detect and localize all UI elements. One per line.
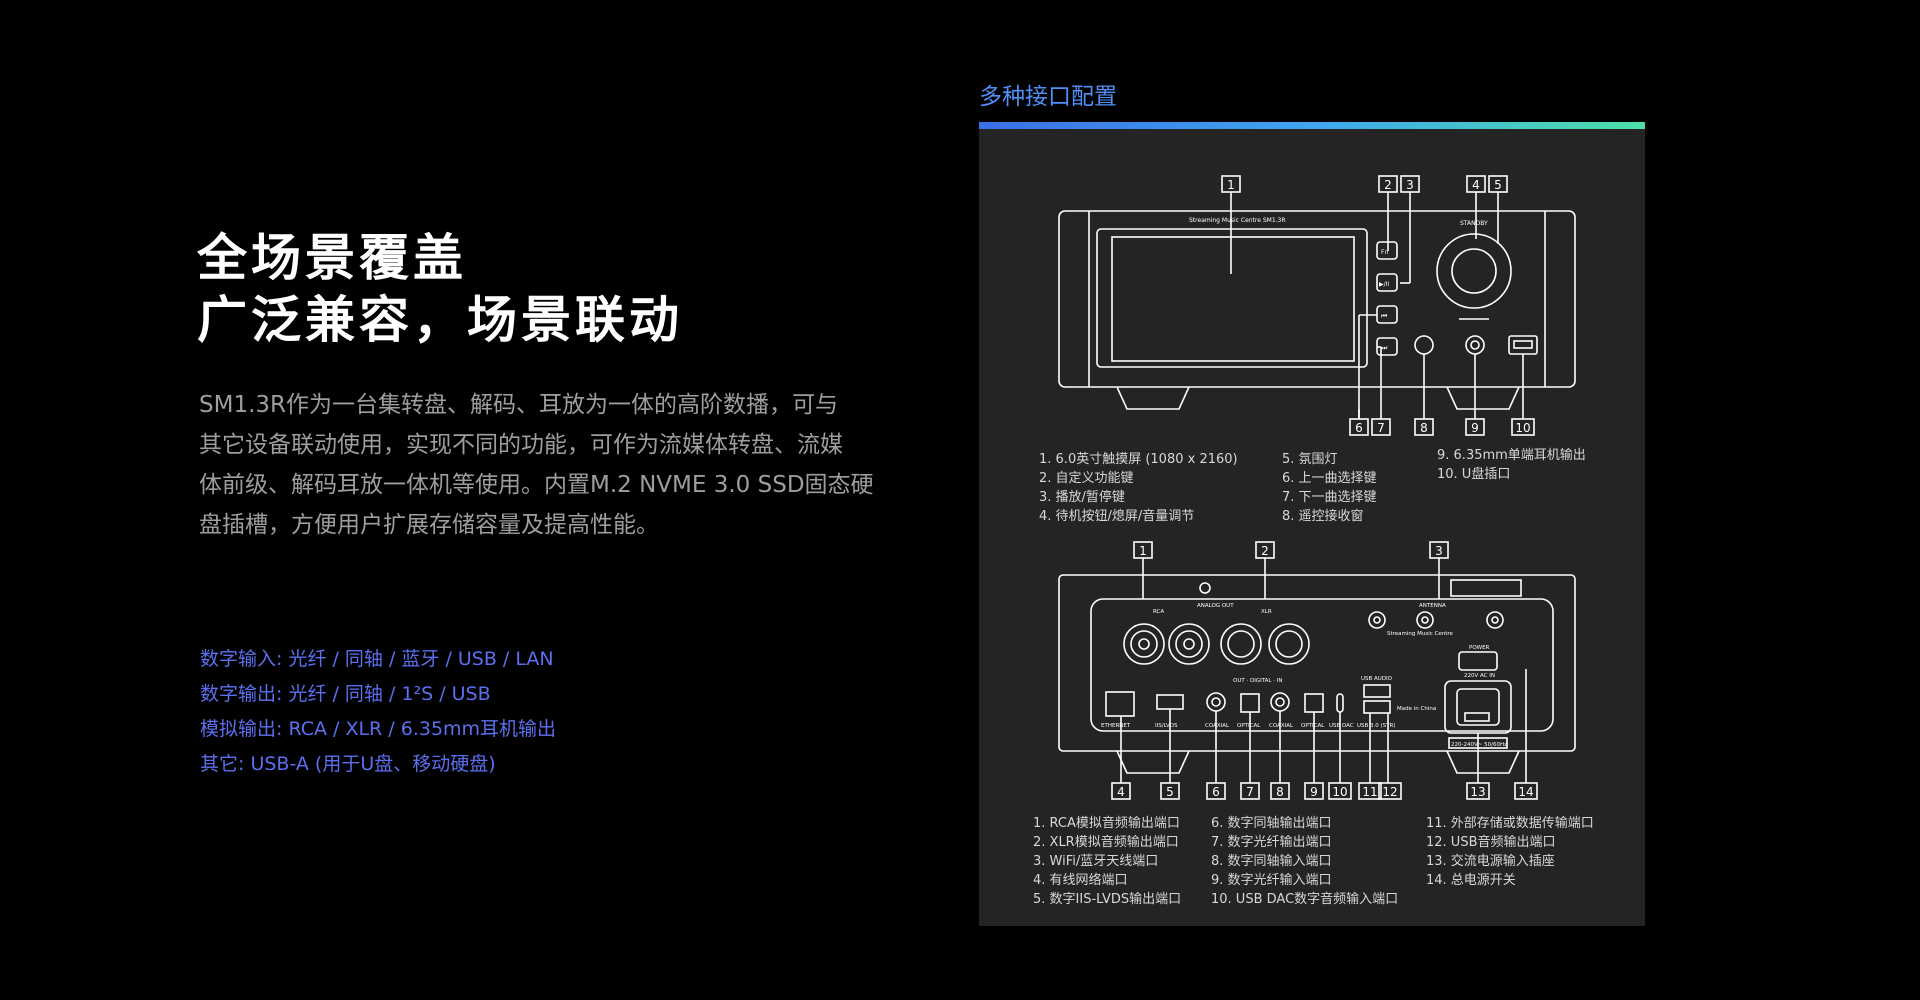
device-diagrams: Streaming Music Centre SM1.3R STANDBY Fn… [1058,175,1576,800]
legend-item: 6. 数字同轴输出端口 [1211,816,1332,831]
rear-callout-10: 10 [1332,785,1347,799]
spec-digital-output: 数字输出: 光纤 / 同轴 / 1²S / USB [200,683,491,705]
front-legend-col-2: 5. 氛围灯 6. 上一曲选择键 7. 下一曲选择键 8. 遥控接收窗 [1282,450,1377,526]
hero-title-line-1: 全场景覆盖 [197,229,467,287]
rca-label: RCA [1153,609,1164,615]
legend-item: 12. USB音频输出端口 [1426,835,1556,850]
rear-callout-3: 3 [1435,544,1443,558]
legend-item: 7. 下一曲选择键 [1282,490,1377,505]
legend-item: 8. 遥控接收窗 [1282,509,1364,524]
fn-button: Fn [1381,249,1388,256]
rear-callout-11: 11 [1362,785,1377,799]
rear-callout-6: 6 [1212,785,1220,799]
prev-button: ⏮ [1381,312,1387,320]
front-callout-8: 8 [1420,421,1428,435]
rear-legend-col-2: 6. 数字同轴输出端口 7. 数字光纤输出端口 8. 数字同轴输入端口 9. 数… [1211,814,1398,909]
coaxial-out-label: COAXIAL [1205,723,1230,729]
front-callout-3: 3 [1406,178,1414,192]
legend-item: 2. 自定义功能键 [1039,471,1134,486]
description-line: 其它设备联动使用，实现不同的功能，可作为流媒体转盘、流媒 [199,432,843,458]
legend-item: 9. 数字光纤输入端口 [1211,873,1332,888]
rear-legend-col-3: 11. 外部存储或数据传输端口 12. USB音频输出端口 13. 交流电源输入… [1426,814,1594,890]
spec-digital-input: 数字输入: 光纤 / 同轴 / 蓝牙 / USB / LAN [200,648,554,670]
legend-item: 3. 播放/暂停键 [1039,490,1125,505]
ac-in-label: 220V AC IN [1464,673,1495,679]
front-device-label: Streaming Music Centre SM1.3R [1189,217,1286,224]
legend-item: 5. 氛围灯 [1282,452,1338,467]
legend-item: 7. 数字光纤输出端口 [1211,835,1332,850]
front-callout-9: 9 [1471,421,1479,435]
front-callout-1: 1 [1227,178,1235,192]
front-view-diagram [1058,175,1576,436]
power-label: POWER [1469,645,1490,651]
front-callout-10: 10 [1515,421,1530,435]
usb-dac-label: USB DAC [1329,723,1354,729]
analog-out-label: ANALOG OUT [1197,603,1234,609]
front-legend-col-1: 1. 6.0英寸触摸屏 (1080 x 2160) 2. 自定义功能键 3. 播… [1039,450,1238,526]
legend-item: 11. 外部存储或数据传输端口 [1426,816,1594,831]
standby-label: STANDBY [1460,220,1488,227]
legend-item: 3. WiFi/蓝牙天线端口 [1033,854,1159,869]
legend-item: 9. 6.35mm单端耳机输出 [1437,448,1586,463]
legend-item: 2. XLR模拟音频输出端口 [1033,835,1179,850]
legend-item: 14. 总电源开关 [1426,873,1516,888]
legend-item: 10. USB DAC数字音频输入端口 [1211,892,1399,907]
model-text: Streaming Music Centre [1387,631,1454,637]
front-legend-col-3: 9. 6.35mm单端耳机输出 10. U盘插口 [1437,446,1586,484]
legend-item: 6. 上一曲选择键 [1282,471,1377,486]
optical-in-label: OPTICAL [1301,723,1325,729]
rear-callout-4: 4 [1117,785,1125,799]
rear-callout-2: 2 [1261,544,1269,558]
front-callout-2: 2 [1384,178,1392,192]
usb-storage-label: USB 3.0 (STR) [1357,723,1396,729]
legend-item: 10. U盘插口 [1437,467,1511,482]
legend-item: 1. 6.0英寸触摸屏 (1080 x 2160) [1039,452,1238,467]
legend-item: 8. 数字同轴输入端口 [1211,854,1332,869]
rear-legend-col-1: 1. RCA模拟音频输出端口 2. XLR模拟音频输出端口 3. WiFi/蓝牙… [1033,814,1181,909]
rear-callout-9: 9 [1310,785,1318,799]
antenna-label: ANTENNA [1419,603,1446,609]
legend-item: 4. 有线网络端口 [1033,873,1128,888]
legend-item: 5. 数字IIS-LVDS输出端口 [1033,892,1182,907]
made-in-label: Made in China [1397,706,1436,712]
voltage-label: 220-240V~ 50/60Hz [1451,742,1507,748]
front-callout-7: 7 [1377,421,1385,435]
iis-lvds-label: IIS/LVDS [1155,723,1178,729]
legend-item: 1. RCA模拟音频输出端口 [1033,816,1180,831]
description-line: SM1.3R作为一台集转盘、解码、耳放为一体的高阶数播，可与 [199,392,839,418]
usb-audio-label: USB AUDIO [1361,676,1393,682]
rear-callout-12: 12 [1382,785,1397,799]
legend-item: 13. 交流电源输入插座 [1426,854,1555,869]
rear-callout-14: 14 [1518,785,1533,799]
rear-callout-7: 7 [1246,785,1254,799]
coaxial-in-label: COAXIAL [1269,723,1294,729]
panel-title-underline [979,122,1645,129]
front-callout-5: 5 [1494,178,1502,192]
digital-label: OUT · DIGITAL · IN [1233,678,1282,684]
play-pause-button: ▶/II [1379,281,1389,288]
hero-title-line-2: 广泛兼容，场景联动 [197,291,683,349]
rear-callout-5: 5 [1166,785,1174,799]
ethernet-label: ETHERNET [1101,723,1131,729]
panel-title: 多种接口配置 [979,84,1117,110]
legend-item: 4. 待机按钮/熄屏/音量调节 [1039,509,1195,524]
xlr-label: XLR [1261,609,1272,615]
rear-callout-8: 8 [1276,785,1284,799]
rear-callout-1: 1 [1139,544,1147,558]
description-line: 盘插槽，方便用户扩展存储容量及提高性能。 [199,512,659,538]
spec-other: 其它: USB-A (用于U盘、移动硬盘) [200,753,496,775]
front-callout-6: 6 [1355,421,1363,435]
spec-analog-output: 模拟输出: RCA / XLR / 6.35mm耳机输出 [200,718,557,740]
rear-callout-13: 13 [1470,785,1485,799]
front-callout-4: 4 [1472,178,1480,192]
rear-view-diagram [1058,541,1576,800]
interface-diagram-panel: Streaming Music Centre SM1.3R STANDBY Fn… [979,129,1645,926]
optical-out-label: OPTICAL [1237,723,1261,729]
next-button: ⏭ [1381,344,1388,352]
description-line: 体前级、解码耳放一体机等使用。内置M.2 NVME 3.0 SSD固态硬 [199,472,874,498]
